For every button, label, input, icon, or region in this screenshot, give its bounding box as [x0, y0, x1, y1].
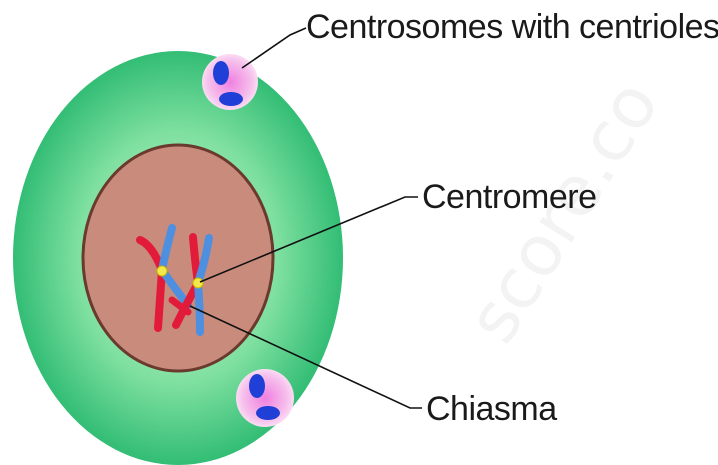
centrosome-bottom	[236, 369, 294, 427]
label-centromere: Centromere	[422, 178, 597, 216]
nucleus	[83, 145, 273, 371]
leader-line-centrosomes	[242, 28, 306, 68]
centromere-dot	[193, 278, 203, 288]
centriole	[249, 374, 265, 398]
centriole	[256, 406, 280, 420]
centriole	[213, 61, 229, 85]
centromere-dot	[157, 266, 167, 276]
label-chiasma: Chiasma	[426, 390, 557, 428]
centriole	[219, 92, 243, 106]
label-centrosomes: Centrosomes with centrioles	[306, 8, 718, 46]
